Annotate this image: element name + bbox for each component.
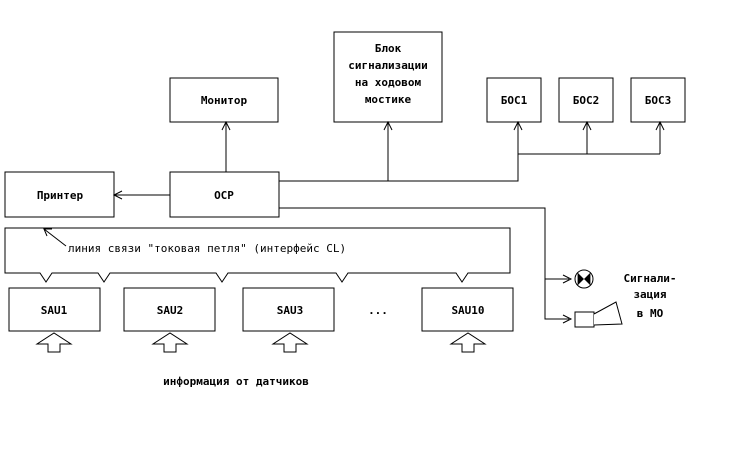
bos2-arrow-head [582,120,592,131]
sau2-block [123,287,216,332]
bos1-arrow-head [513,120,523,131]
signal-lamp-icon [574,269,594,289]
bos1-label: БОС1 [501,94,528,107]
sau3-block [242,287,335,332]
monitor-block [169,77,279,123]
sau1-block [8,287,101,332]
current-loop-bus [4,227,511,283]
bridge-alarm-arrow-head [383,120,393,131]
ocp-label: ОСР [214,189,234,202]
sensor-input-arrow-2 [151,332,189,353]
bos3-label: БОС3 [645,94,672,107]
ocp-block [169,171,280,218]
sensor-input-arrow-3 [271,332,309,353]
bridge-alarm-label-1: Блок [375,42,402,55]
bus-label-pointer-head [43,228,52,237]
bridge-alarm-block [333,31,443,123]
bos2-block [558,77,614,123]
bus-label-pointer [43,228,67,247]
bos1-block [486,77,542,123]
sensor-input-arrow-10 [449,332,487,353]
ocp-to-horn-line [544,279,569,320]
bridge-alarm-label-3: на ходовом [355,76,422,89]
sau3-label: SAU3 [277,304,304,317]
horn-arrow-head [562,314,573,324]
mo-signal-label-1: Сигнали- [624,272,677,285]
ocp-to-lamp-line [279,207,569,280]
bridge-alarm-label-2: сигнализации [348,59,427,72]
sau10-block [421,287,514,332]
mo-signal-label-2: зация [633,288,666,301]
printer-label: Принтер [37,189,84,202]
siren-horn-icon [574,301,623,328]
monitor-arrow-head [221,120,231,131]
ocp-to-bos-bus [279,123,519,182]
sau10-label: SAU10 [451,304,484,317]
mo-signal-label-3: в МО [637,307,664,320]
sau-ellipsis: ... [368,304,388,317]
lamp-arrow-head [562,274,573,284]
bridge-alarm-label-4: мостике [365,93,412,106]
printer-block [4,171,115,218]
current-loop-label: линия связи "токовая петля" (интерфейс C… [68,242,346,255]
sensors-label: информация от датчиков [163,375,309,388]
sau1-label: SAU1 [41,304,68,317]
bos2-label: БОС2 [573,94,600,107]
monitor-label: Монитор [201,94,248,107]
printer-arrow-head [112,190,123,200]
bos3-block [630,77,686,123]
sensor-input-arrow-1 [35,332,73,353]
bos3-arrow-head [655,120,665,131]
sau2-label: SAU2 [157,304,184,317]
